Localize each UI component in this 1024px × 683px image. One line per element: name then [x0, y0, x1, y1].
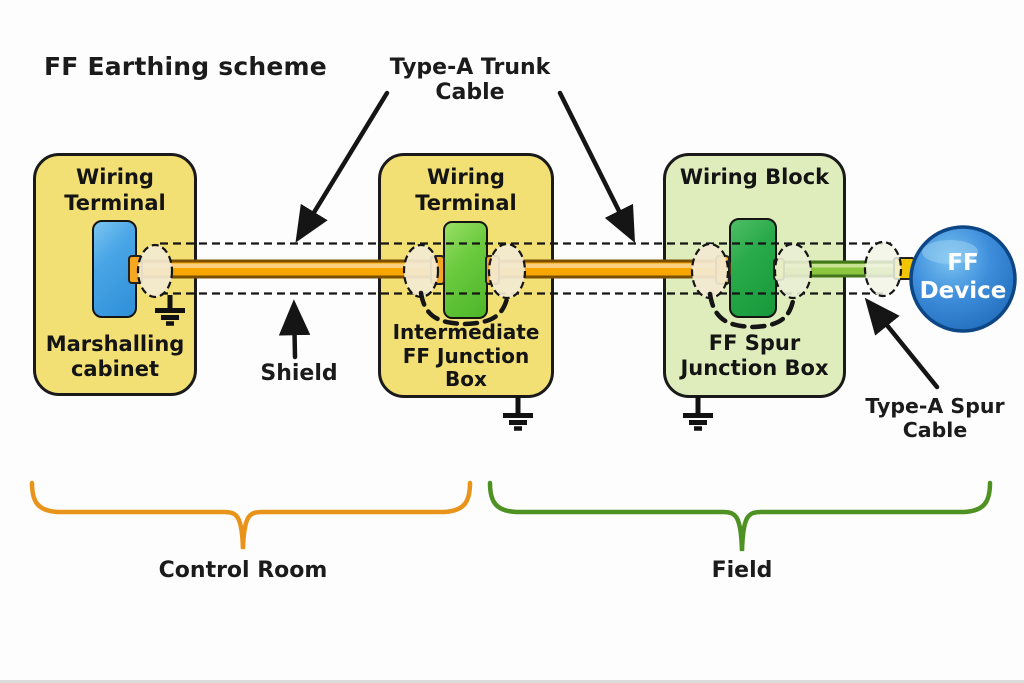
shield-label: Shield: [260, 361, 338, 386]
trunk-label-arrow-right: [557, 90, 636, 244]
dark-green-wiring-block: [729, 218, 777, 318]
intermediate-junction-label: Intermediate FF Junction Box: [392, 320, 540, 392]
trunk-cable-label: Type-A Trunk Cable: [389, 55, 551, 105]
control-room-label: Control Room: [158, 558, 328, 583]
intermediate-junction-box: Wiring Terminal Intermediate FF Junction…: [378, 153, 554, 398]
spur-junction-label: FF Spur Junction Box: [680, 330, 829, 381]
spur-junction-box: Wiring Block FF Spur Junction Box: [663, 153, 846, 398]
bottom-edge-strip: [0, 680, 1024, 683]
spur-cable-label: Type-A Spur Cable: [865, 394, 1005, 442]
field-brace: [487, 480, 993, 552]
control-room-brace: [29, 480, 473, 550]
green-wiring-terminal: [443, 221, 488, 319]
earth-ground-icon: [503, 396, 533, 431]
spur-label-arrow: [864, 297, 940, 390]
field-label: Field: [711, 558, 773, 583]
marshalling-cabinet-box: Wiring Terminal Marshalling cabinet: [33, 153, 197, 396]
shield-ellipse: [863, 240, 903, 298]
shield-label-arrow: [278, 299, 311, 360]
trunk-label-arrow-left: [295, 90, 390, 243]
wiring-terminal-label: Wiring Terminal: [64, 165, 166, 216]
blue-wiring-terminal: [92, 220, 137, 318]
wiring-terminal-label: Wiring Terminal: [415, 165, 517, 216]
diagram-title: FF Earthing scheme: [44, 52, 327, 81]
earth-ground-icon: [683, 396, 713, 431]
wiring-block-label: Wiring Block: [679, 165, 830, 189]
ff-device-label: FF Device: [919, 250, 1007, 304]
marshalling-cabinet-label: Marshalling cabinet: [45, 331, 185, 382]
